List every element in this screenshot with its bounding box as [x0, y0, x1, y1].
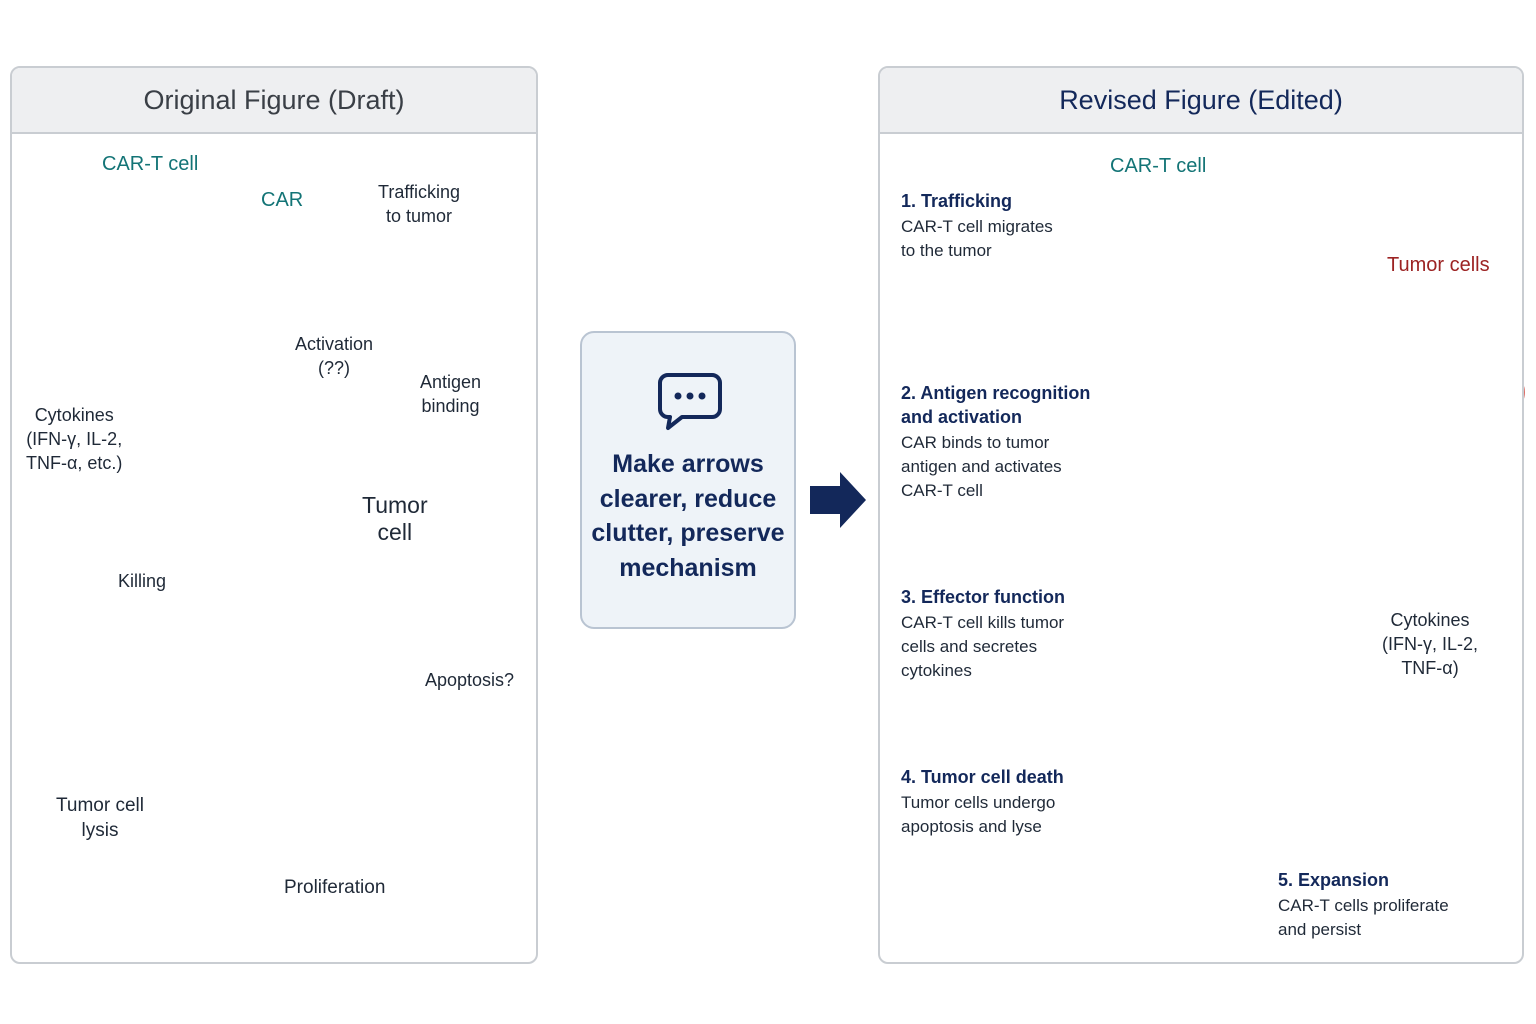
- revised-figure-title: Revised Figure (Edited): [880, 68, 1522, 134]
- antigen-binding-label: Antigen binding: [420, 372, 482, 416]
- original-figure-title: Original Figure (Draft): [12, 68, 536, 134]
- edit-instruction-box: Make arrows clearer, reduce clutter, pre…: [580, 331, 796, 629]
- step-3-desc: CAR-T cell kills tumor cells and secrete…: [901, 613, 1065, 680]
- instruction-text: Make arrows clearer, reduce clutter, pre…: [591, 450, 785, 582]
- step-1-title: 1. Trafficking: [901, 191, 1013, 211]
- step-2-title: 2. Antigen recognition and activation: [901, 383, 1091, 427]
- tumor-cells-label: Tumor cells: [1387, 254, 1490, 276]
- step-5-title: 5. Expansion: [1278, 870, 1390, 890]
- original-figure-panel: Original Figure (Draft): [10, 66, 538, 964]
- step-2-desc: CAR binds to tumor antigen and activates…: [901, 433, 1062, 500]
- killing-label: Killing: [118, 571, 167, 591]
- chat-bubble-icon: [658, 373, 722, 430]
- trafficking-label: Trafficking to tumor: [378, 182, 461, 226]
- car-label: CAR: [261, 189, 304, 211]
- activation-label: Activation (??): [295, 334, 374, 378]
- step-5-desc: CAR-T cells proliferate and persist: [1278, 896, 1449, 939]
- right-cart-cell-label: CAR-T cell: [1110, 155, 1207, 177]
- proliferation-label: Proliferation: [284, 877, 386, 898]
- forward-arrow-icon: [810, 472, 866, 528]
- step-4-title: 4. Tumor cell death: [901, 767, 1064, 787]
- step-1-desc: CAR-T cell migrates to the tumor: [901, 217, 1053, 260]
- left-cart-cell-label: CAR-T cell: [102, 153, 199, 175]
- step-4-desc: Tumor cells undergo apoptosis and lyse: [901, 793, 1056, 836]
- step-3-title: 3. Effector function: [901, 587, 1066, 607]
- tumor-cell-label: Tumor cell: [362, 492, 428, 545]
- left-cytokines-label: Cytokines (IFN-γ, IL-2, TNF-α, etc.): [26, 405, 123, 473]
- lysis-label: Tumor cell lysis: [56, 795, 144, 841]
- revised-figure-panel: Revised Figure (Edited): [878, 66, 1524, 964]
- right-cytokines-label: Cytokines (IFN-γ, IL-2, TNF-α): [1382, 610, 1479, 678]
- apoptosis-label: Apoptosis?: [425, 670, 515, 690]
